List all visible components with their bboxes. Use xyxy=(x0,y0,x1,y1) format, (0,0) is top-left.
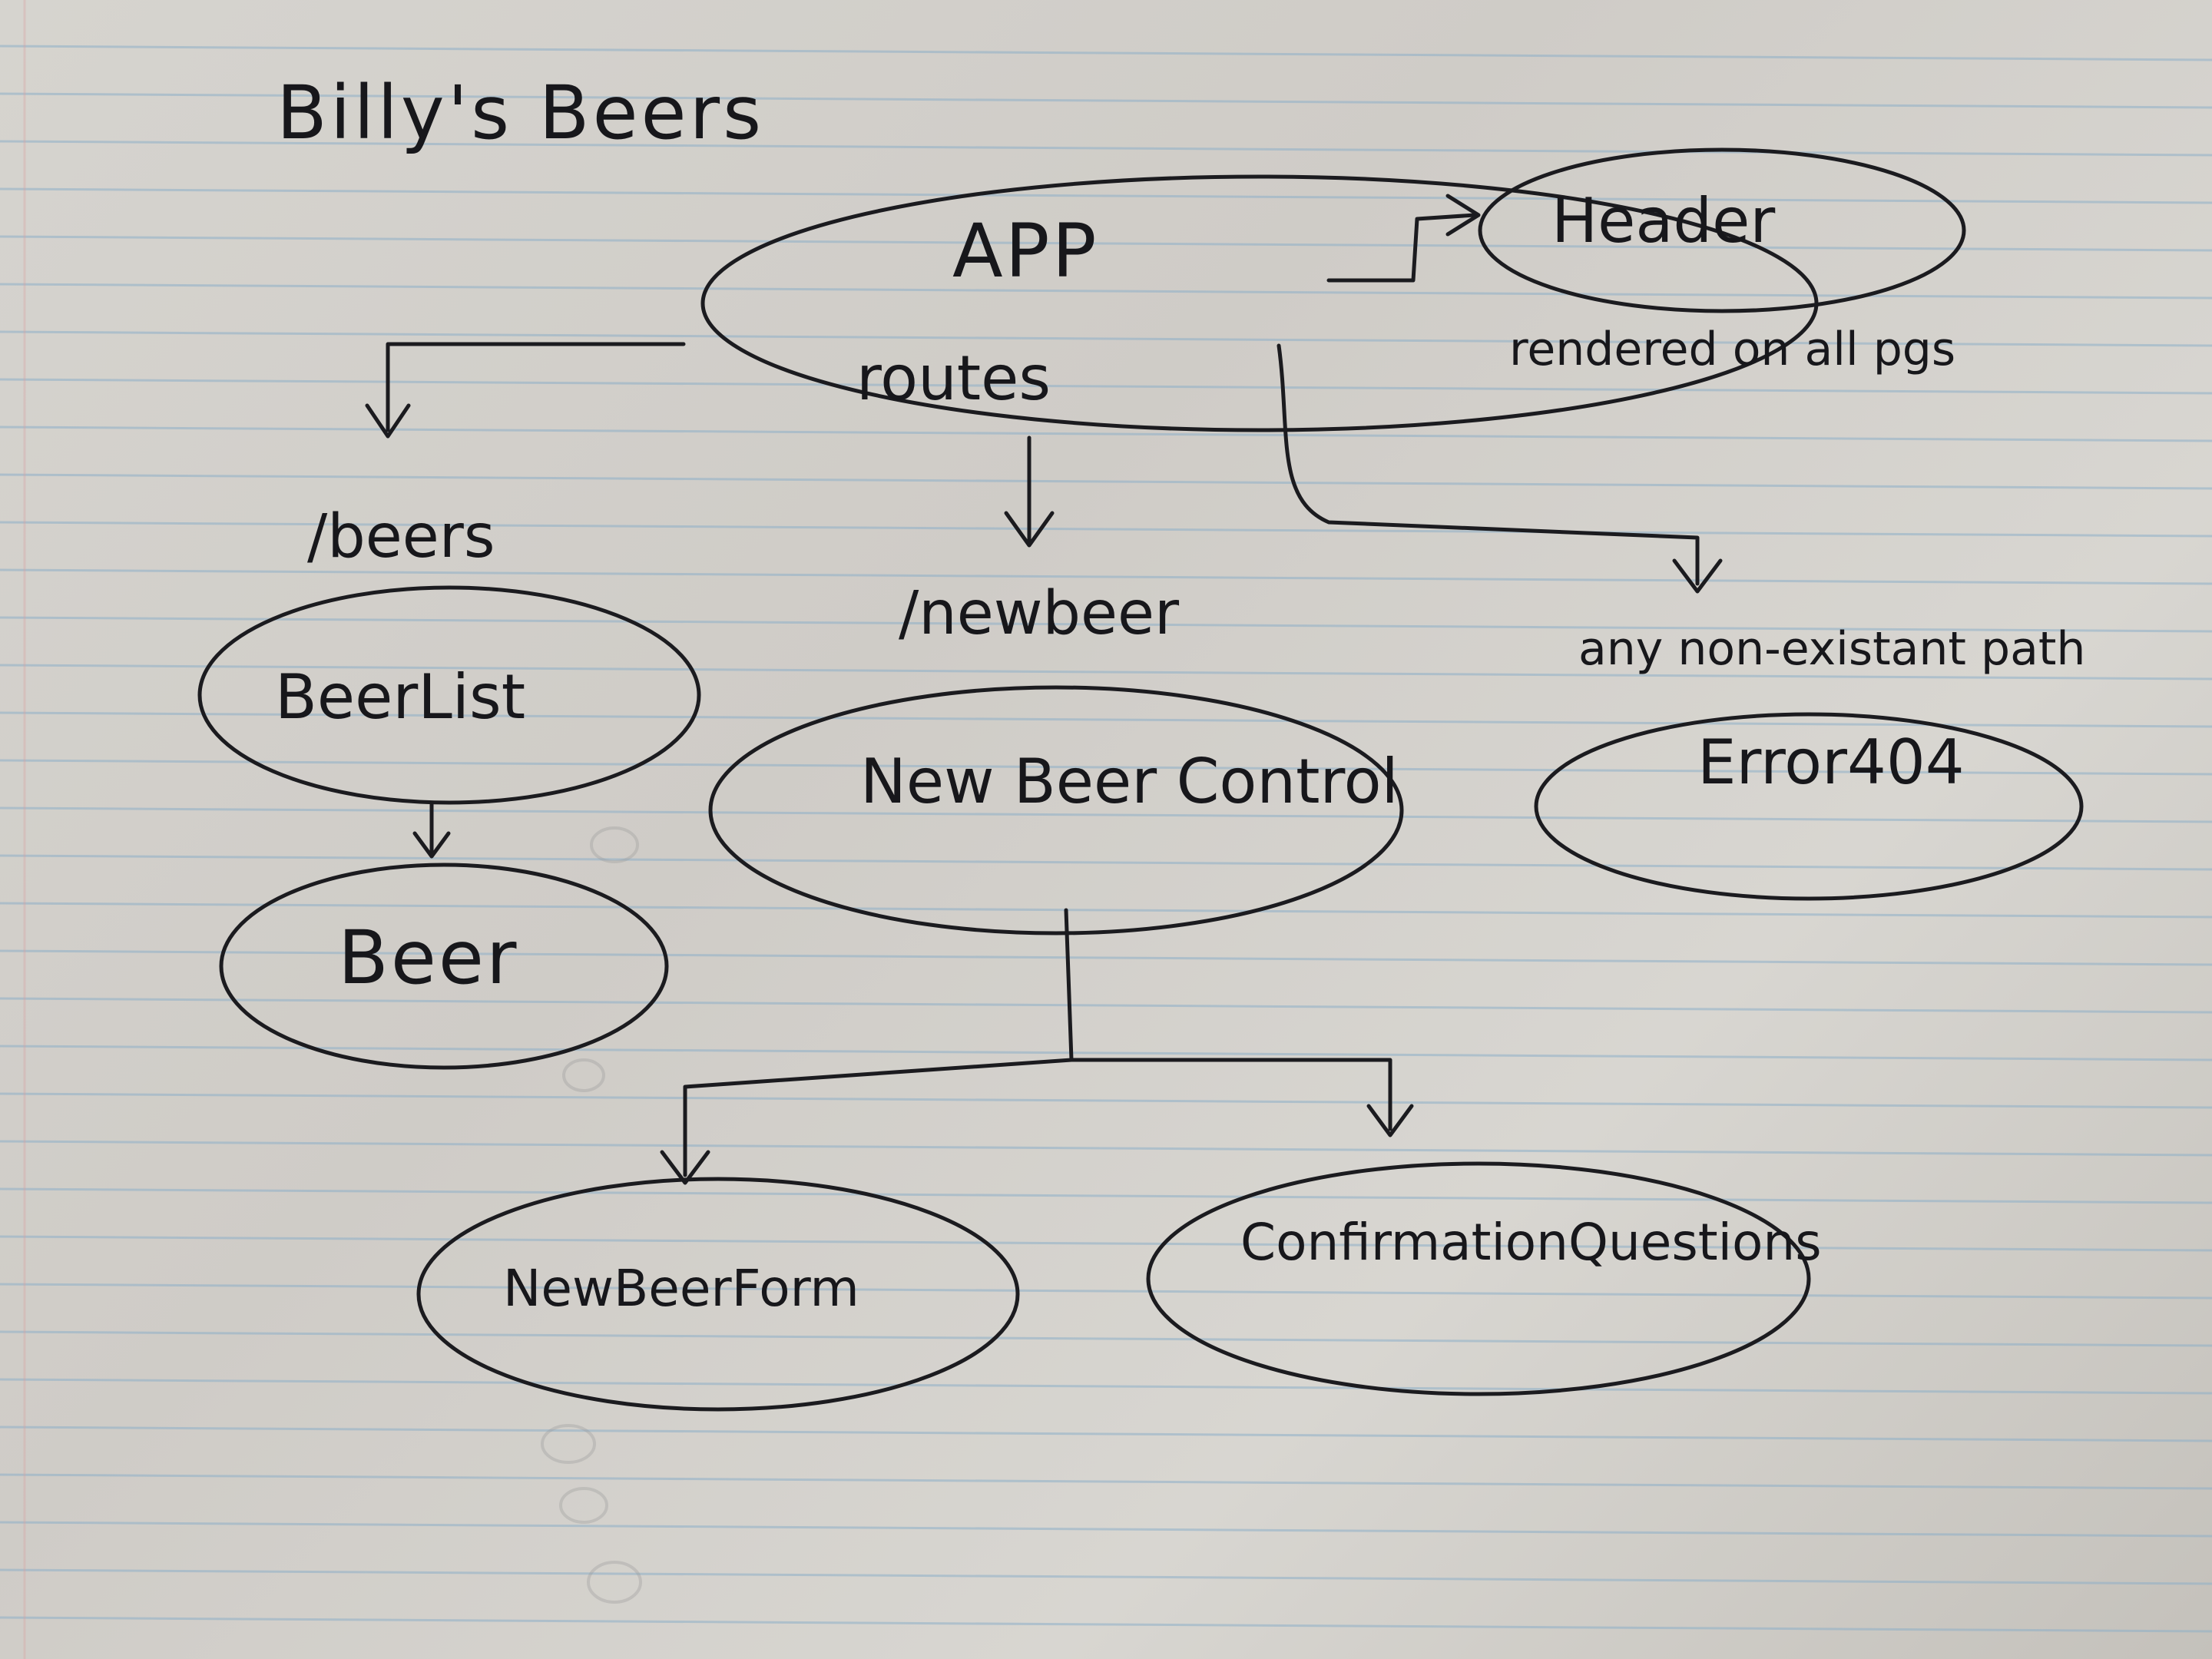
header-ellipse xyxy=(1478,147,1966,313)
ruled-line xyxy=(0,378,2212,395)
ruled-line xyxy=(0,1330,2212,1347)
arrow-control-to-confirmation xyxy=(1069,1058,1392,1131)
beer-node: Beer xyxy=(219,863,669,1070)
ruled-line xyxy=(0,616,2212,633)
error404-ellipse xyxy=(1534,712,2084,901)
header-node: Header rendered on all pgs xyxy=(1478,147,1966,376)
beerlist-node: BeerList xyxy=(197,585,701,805)
arrowhead-form xyxy=(660,1150,710,1185)
error404-label: Error404 xyxy=(1697,727,1965,798)
ruled-line xyxy=(0,1045,2212,1061)
arrowhead-error xyxy=(1672,558,1723,594)
ruled-line xyxy=(0,1378,2212,1395)
confirmation-label: ConfirmationQuestions xyxy=(1240,1213,1822,1272)
error404-node: Error404 xyxy=(1534,712,2084,901)
arrowhead-confirmation xyxy=(1366,1104,1414,1137)
header-label: Header xyxy=(1551,185,1775,257)
beer-ellipse xyxy=(219,863,669,1070)
ruled-line xyxy=(0,235,2212,252)
confirmation-ellipse xyxy=(1146,1161,1811,1396)
confirmation-node: ConfirmationQuestions xyxy=(1146,1161,1822,1396)
ruled-line xyxy=(0,283,2212,300)
ruled-line xyxy=(0,1187,2212,1204)
ruled-line xyxy=(0,664,2212,680)
app-sublabel: routes xyxy=(856,343,1051,414)
header-note: rendered on all pgs xyxy=(1509,323,1955,376)
arrow-control-to-form xyxy=(683,908,1074,1177)
ruled-line xyxy=(0,140,2212,157)
ruled-line xyxy=(0,187,2212,204)
arrowhead-newbeer xyxy=(1004,511,1055,548)
beerlist-label: BeerList xyxy=(275,661,525,733)
newbeerform-ellipse xyxy=(416,1177,1020,1412)
newbeerform-node: NewBeerForm xyxy=(416,1177,1020,1412)
arrow-app-to-error xyxy=(1277,343,1700,586)
ruled-line xyxy=(0,92,2212,109)
bleed-through-marks xyxy=(541,826,642,1604)
ruled-line xyxy=(0,1092,2212,1109)
arrow-app-to-beers xyxy=(386,342,686,432)
app-label: APP xyxy=(952,208,1098,294)
ruled-line xyxy=(0,1140,2212,1157)
ruled-line xyxy=(0,711,2212,728)
ruled-lines xyxy=(0,45,2212,1633)
route-fallback-label: any non-existant path xyxy=(1578,622,2085,676)
arrowhead-header xyxy=(1445,194,1481,237)
ruled-line xyxy=(0,997,2212,1014)
ruled-line xyxy=(0,45,2212,61)
ruled-line xyxy=(0,330,2212,347)
ruled-line xyxy=(0,1235,2212,1252)
arrow-app-to-header xyxy=(1326,213,1477,283)
newbeercontrol-label: New Beer Control xyxy=(860,746,1399,817)
ruled-line xyxy=(0,806,2212,823)
ruled-line xyxy=(0,1426,2212,1442)
ruled-line xyxy=(0,902,2212,919)
newbeerform-label: NewBeerForm xyxy=(503,1259,859,1318)
ruled-line xyxy=(0,473,2212,490)
ruled-line xyxy=(0,759,2212,776)
route-newbeer-label: /newbeer xyxy=(899,579,1180,648)
newbeercontrol-node: New Beer Control xyxy=(708,685,1404,935)
beer-label: Beer xyxy=(338,915,518,1001)
ruled-line xyxy=(0,521,2212,538)
newbeercontrol-ellipse xyxy=(708,685,1404,935)
route-beers-label: /beers xyxy=(307,502,495,571)
ruled-line xyxy=(0,426,2212,442)
ruled-line xyxy=(0,1616,2212,1633)
ruled-line xyxy=(0,949,2212,966)
ruled-line xyxy=(0,568,2212,585)
arrowhead-beer xyxy=(412,831,451,859)
ruled-line xyxy=(0,1283,2212,1300)
ruled-line xyxy=(0,1473,2212,1490)
ruled-line xyxy=(0,854,2212,871)
ruled-line xyxy=(0,1568,2212,1585)
diagram-title: Billy's Beers xyxy=(276,70,764,156)
ruled-line xyxy=(0,1521,2212,1538)
arrowhead-beers xyxy=(365,403,411,439)
beerlist-ellipse xyxy=(197,585,701,805)
